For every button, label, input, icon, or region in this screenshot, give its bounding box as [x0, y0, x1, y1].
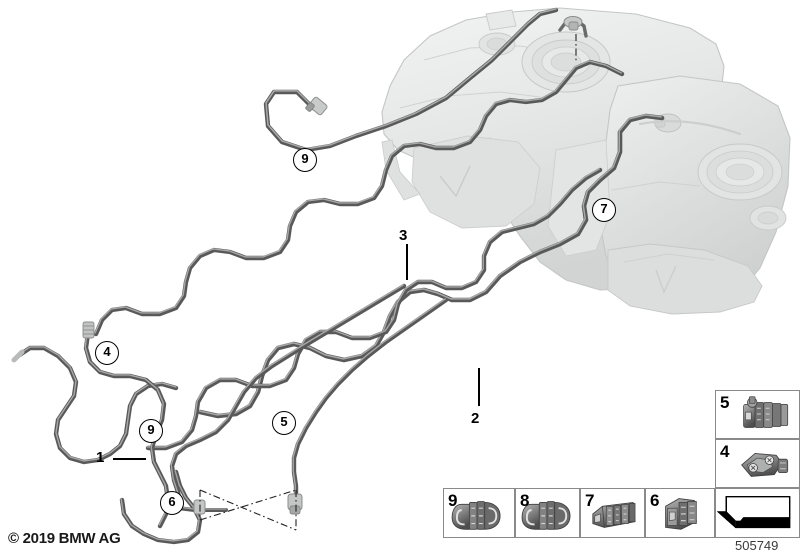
fuel-line-5-lower: [287, 297, 449, 515]
fuel-line-3: [93, 59, 625, 337]
fuel-line-1: [11, 345, 179, 465]
tank-vee-emboss: [439, 165, 471, 198]
legend-item-9-number: 9: [448, 491, 458, 510]
tank-crease-2: [623, 253, 715, 263]
assembly-centerlines: [199, 489, 297, 531]
clip-block-icon: [665, 498, 697, 530]
legend-item-6-number: 6: [650, 491, 660, 510]
legend-item-5-number: 5: [720, 393, 730, 412]
callout-9-top[interactable]: 9: [293, 148, 317, 172]
tank-top-connector: [558, 16, 588, 38]
tank-lower-skirt: [607, 243, 763, 315]
tank-filler-stub: [485, 9, 517, 31]
fuel-line-9-vent-loop: [263, 7, 559, 153]
legend-item-4-number: 4: [720, 442, 730, 461]
tank-small-dome: [749, 205, 787, 231]
copyright-notice: © 2019 BMW AG: [8, 530, 121, 547]
fuel-line-4: [82, 321, 171, 529]
tank-access-cover: [697, 143, 783, 201]
callout-6[interactable]: 6: [160, 491, 184, 515]
callout-9-left[interactable]: 9: [139, 419, 163, 443]
fuel-line-7: [197, 113, 665, 419]
tank-saddle-bridge: [547, 139, 611, 257]
leader-line-1: [113, 458, 146, 460]
fuel-line-6: [119, 469, 228, 545]
callout-7[interactable]: 7: [592, 198, 616, 222]
connector-fitting-5: [287, 493, 303, 515]
leader-number-3[interactable]: 3: [399, 227, 408, 244]
legend-direction-arrow[interactable]: [715, 488, 800, 538]
legend-item-6[interactable]: 6: [645, 488, 715, 538]
legend-item-7-number: 7: [585, 491, 595, 510]
tank-rib-2: [399, 91, 549, 109]
fuel-line-5-upper: [169, 283, 407, 507]
legend-item-8-number: 8: [520, 491, 530, 510]
clip-ribbed-block-icon: [592, 501, 636, 528]
clip-double-jaw-icon-8: [521, 501, 571, 530]
clip-double-jaw-icon: [451, 501, 501, 530]
legend-item-7[interactable]: 7: [580, 488, 645, 538]
leader-line-3: [406, 244, 408, 280]
clip-bolted-bracket-icon: [743, 396, 789, 428]
tank-recess-panel: [411, 135, 541, 229]
leader-number-2[interactable]: 2: [471, 410, 480, 427]
leader-number-1[interactable]: 1: [96, 449, 105, 466]
callout-5[interactable]: 5: [272, 411, 296, 435]
legend-item-5[interactable]: 5: [715, 390, 800, 439]
callout-4[interactable]: 4: [95, 341, 119, 365]
fuel-tank: [381, 7, 791, 315]
leader-line-2: [478, 368, 480, 406]
legend-item-4[interactable]: 4: [715, 439, 800, 488]
connector-fitting-vent: [305, 96, 328, 116]
legend-item-9[interactable]: 9: [443, 488, 515, 538]
ribbed-connector-4: [82, 321, 95, 339]
fuel-line-2: [145, 167, 603, 451]
fuel-line-group: [11, 7, 665, 545]
tank-crease-1: [611, 181, 701, 191]
direction-arrow-icon: [716, 496, 791, 529]
clip-angled-bracket-icon: [741, 452, 789, 477]
line-1-end-fitting: [11, 349, 25, 363]
legend-item-8[interactable]: 8: [515, 488, 580, 538]
tank-internal-hose: [638, 120, 742, 136]
diagram-id: 505749: [735, 538, 779, 553]
tank-vee-emboss-2: [655, 265, 677, 294]
